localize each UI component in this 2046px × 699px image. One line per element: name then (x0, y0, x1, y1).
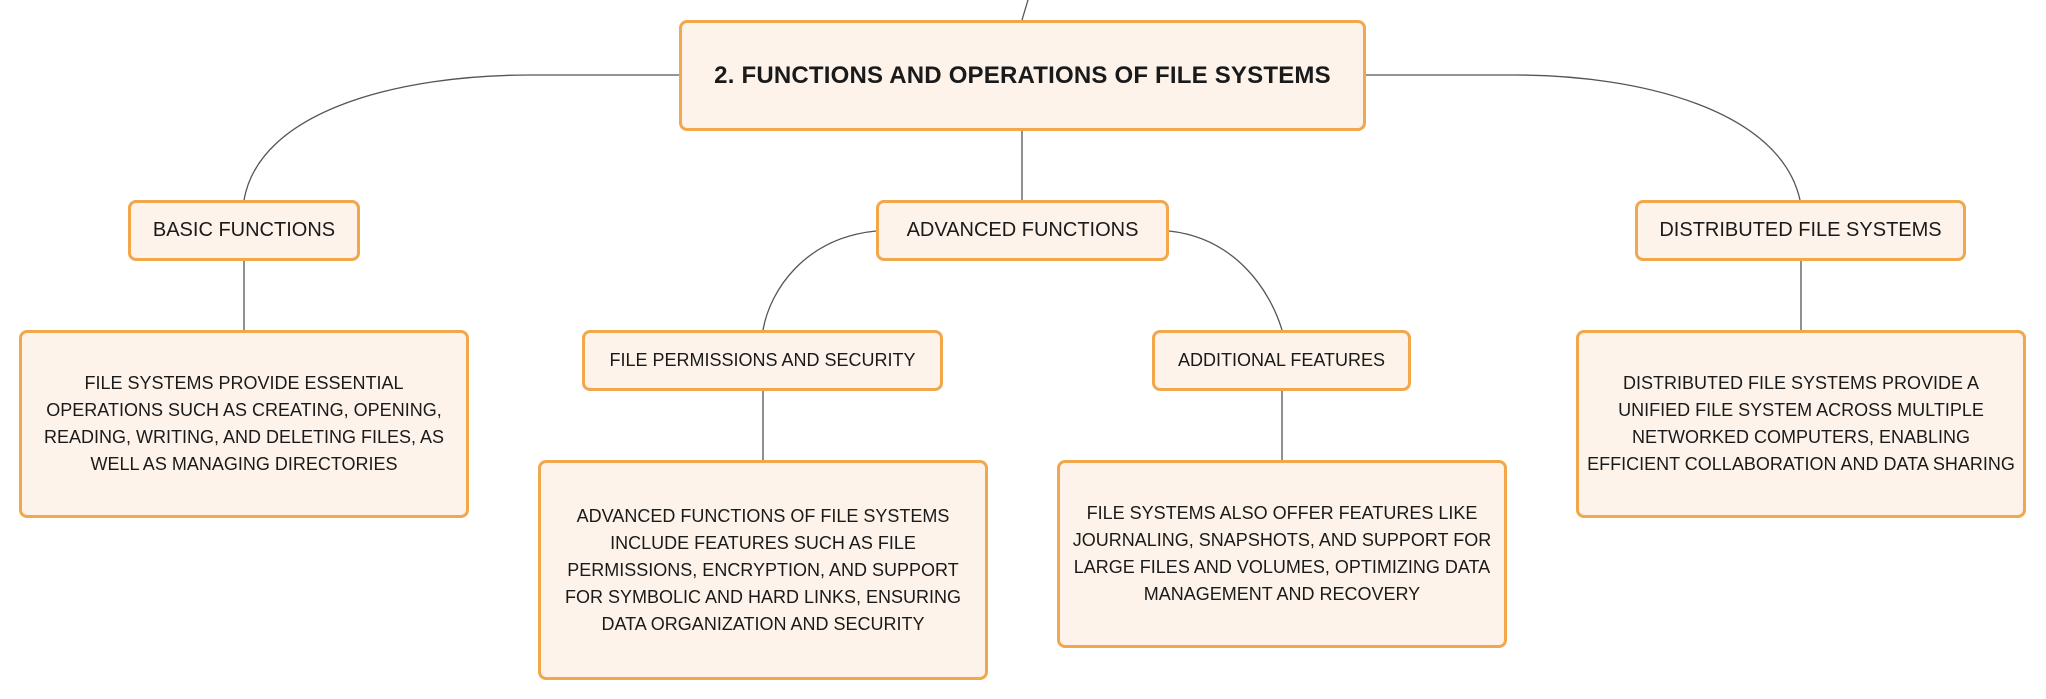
detail-file-permissions-text: ADVANCED FUNCTIONS OF FILE SYSTEMS INCLU… (564, 505, 962, 634)
subtopic-additional-features-label: ADDITIONAL FEATURES (1177, 350, 1386, 370)
detail-additional-features-text: FILE SYSTEMS ALSO OFFER FEATURES LIKE JO… (1072, 503, 1492, 604)
root-node[interactable]: 2. FUNCTIONS AND OPERATIONS OF FILE SYST… (679, 20, 1366, 131)
topic-advanced-functions-label: ADVANCED FUNCTIONS (906, 219, 1139, 241)
connector-parent-to-root (1021, 0, 1029, 21)
connector-root-to-distributed (1366, 74, 1801, 201)
detail-distributed-file-systems-text: DISTRIBUTED FILE SYSTEMS PROVIDE A UNIFI… (1587, 373, 2015, 474)
connector-advanced-to-permissions (762, 230, 877, 331)
detail-file-permissions[interactable]: ADVANCED FUNCTIONS OF FILE SYSTEMS INCLU… (538, 460, 988, 680)
detail-basic-functions-text: FILE SYSTEMS PROVIDE ESSENTIAL OPERATION… (43, 373, 445, 474)
detail-additional-features[interactable]: FILE SYSTEMS ALSO OFFER FEATURES LIKE JO… (1057, 460, 1507, 648)
connector-root-to-basic (243, 74, 679, 201)
detail-basic-functions[interactable]: FILE SYSTEMS PROVIDE ESSENTIAL OPERATION… (19, 330, 469, 518)
topic-basic-functions-label: BASIC FUNCTIONS (152, 219, 336, 241)
root-title: 2. FUNCTIONS AND OPERATIONS OF FILE SYST… (714, 61, 1331, 89)
subtopic-file-permissions-label: FILE PERMISSIONS AND SECURITY (609, 350, 916, 370)
subtopic-file-permissions[interactable]: FILE PERMISSIONS AND SECURITY (582, 330, 943, 391)
connector-advanced-to-features (1168, 230, 1283, 331)
topic-advanced-functions[interactable]: ADVANCED FUNCTIONS (876, 200, 1169, 261)
subtopic-additional-features[interactable]: ADDITIONAL FEATURES (1152, 330, 1411, 391)
topic-basic-functions[interactable]: BASIC FUNCTIONS (128, 200, 360, 261)
topic-distributed-file-systems[interactable]: DISTRIBUTED FILE SYSTEMS (1635, 200, 1966, 261)
detail-distributed-file-systems[interactable]: DISTRIBUTED FILE SYSTEMS PROVIDE A UNIFI… (1576, 330, 2026, 518)
topic-distributed-file-systems-label: DISTRIBUTED FILE SYSTEMS (1659, 219, 1942, 241)
